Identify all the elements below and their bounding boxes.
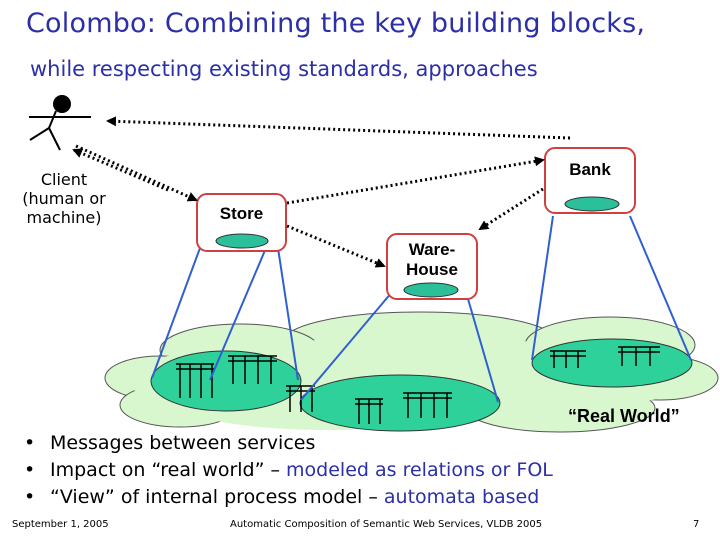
warehouse-label: Ware- House: [387, 240, 477, 280]
footer-date: September 1, 2005: [12, 519, 109, 530]
relation-table-icon: [618, 346, 660, 366]
service-warehouse: [386, 233, 478, 300]
client-label: Client (human or machine): [4, 170, 124, 227]
bullet-list: • Messages between services • Impact on “r…: [24, 430, 553, 511]
bullet-item: • “View” of internal process model – auto…: [24, 484, 553, 511]
relation-table-icon: [228, 355, 277, 384]
slide-title: Colombo: Combining the key building bloc…: [26, 8, 646, 39]
footer-center: Automatic Composition of Semantic Web Se…: [230, 519, 543, 530]
client-stick-figure-icon: [29, 95, 91, 151]
bullet-item: • Messages between services: [24, 430, 553, 457]
bullet-text: Messages between services: [50, 432, 316, 454]
bank-label: Bank: [569, 160, 611, 179]
arrow-store-to-client: [72, 148, 169, 192]
bullet-highlight: automata based: [383, 486, 540, 508]
bullet-item: • Impact on “real world” – modeled as rel…: [24, 457, 553, 484]
warehouse-label-line: Ware-: [408, 240, 456, 259]
arrow-store-to-warehouse: [286, 224, 386, 268]
slide-subtitle: while respecting existing standards, app…: [30, 57, 538, 81]
service-bank: [544, 147, 636, 214]
relation-table-icon: [176, 363, 214, 398]
projection-lines: [151, 215, 692, 403]
service-store: [196, 193, 287, 252]
warehouse-label-line: House: [406, 260, 458, 279]
bullet-dot-icon: •: [24, 432, 36, 454]
arrow-bank-to-client: [106, 116, 571, 140]
arrow-client-to-store: [75, 144, 198, 202]
arrow-bank-to-warehouse: [478, 187, 544, 231]
message-arrows: [72, 116, 571, 268]
relation-tables: [176, 346, 660, 424]
bullet-highlight: modeled as relations or FOL: [286, 459, 553, 481]
relation-table-icon: [403, 392, 452, 418]
client-label-line: machine): [26, 208, 102, 227]
arrow-store-to-bank: [286, 156, 545, 205]
real-world-label: “Real World”: [568, 406, 680, 426]
bullet-text: “View” of internal process model –: [50, 486, 384, 508]
bullet-text: Impact on “real world” –: [50, 459, 287, 481]
client-label-line: (human or: [22, 189, 106, 208]
footer-page-number: 7: [693, 519, 700, 530]
relation-table-icon: [355, 398, 383, 424]
store-label: Store: [219, 204, 264, 223]
relation-table-icon: [286, 385, 315, 412]
relation-table-icon: [550, 350, 586, 368]
bullet-dot-icon: •: [24, 459, 36, 481]
client-label-line: Client: [40, 170, 88, 189]
bullet-dot-icon: •: [24, 486, 36, 508]
